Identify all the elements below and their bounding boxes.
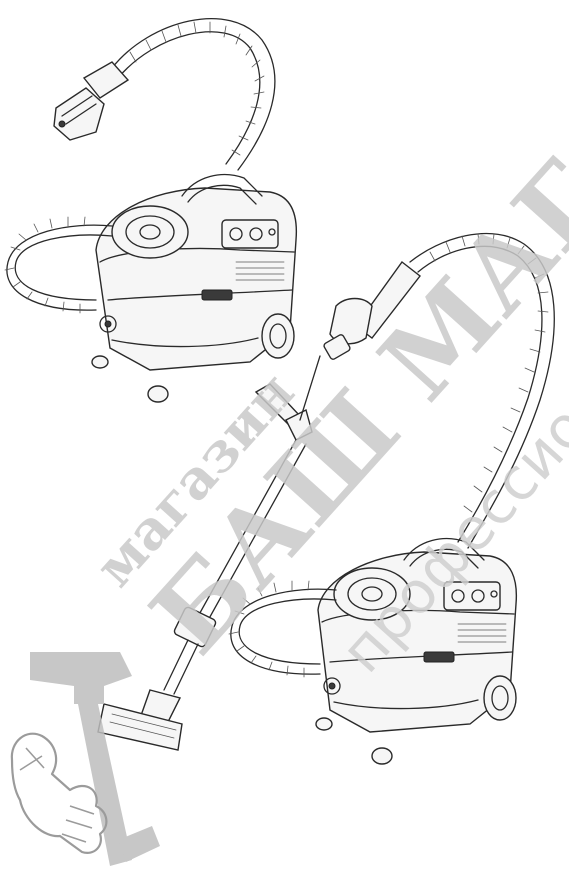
vacuum-unit-bottom xyxy=(97,232,555,765)
hose-upper xyxy=(111,17,276,171)
hose-right xyxy=(409,232,555,549)
hose-coil-bottom xyxy=(228,580,337,678)
brand-plate xyxy=(423,651,455,663)
hammer-logo xyxy=(10,652,160,866)
brand-plate xyxy=(201,289,233,301)
hand-tool-nozzle xyxy=(53,61,130,141)
vacuum-unit-top xyxy=(4,17,298,403)
wand-trigger xyxy=(254,355,321,441)
hose-coil-top xyxy=(4,216,113,314)
extension-wand xyxy=(163,439,307,695)
floor-nozzle xyxy=(97,689,183,751)
wand-handle xyxy=(323,261,421,360)
wheels-bottom xyxy=(315,675,517,765)
machine-body-bottom xyxy=(317,538,518,733)
machine-body-top xyxy=(95,174,298,371)
wheels-top xyxy=(91,313,295,403)
